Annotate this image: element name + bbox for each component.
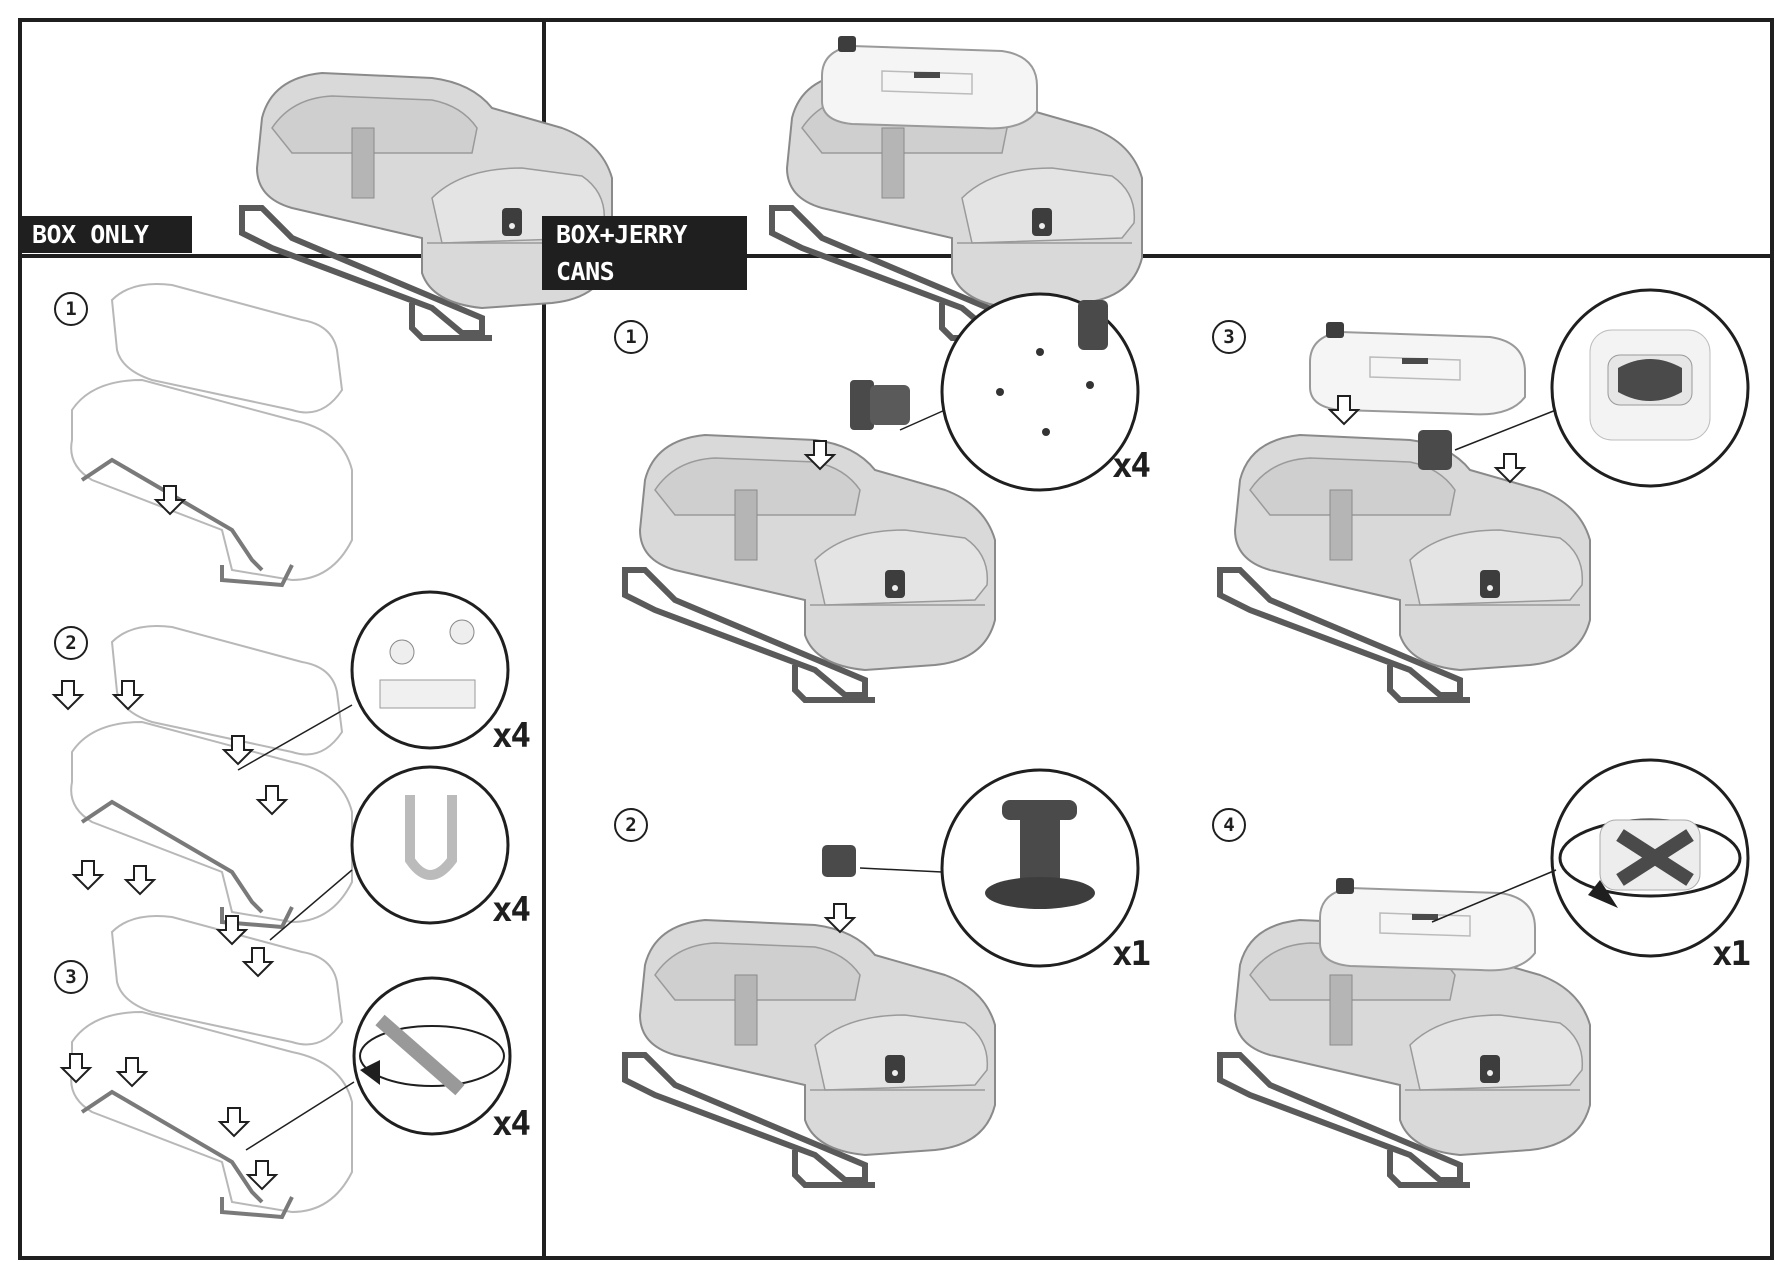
step-number-box-3: 3 — [54, 960, 88, 994]
step-number-jerry-3: 3 — [1212, 320, 1246, 354]
quantity-jerry-4-lock: x1 — [1712, 934, 1751, 974]
panel-box-jerry-top — [542, 18, 1774, 258]
step-number-jerry-2: 2 — [614, 808, 648, 842]
box-jerry-label: BOX+JERRY CANS — [542, 216, 747, 290]
quantity-jerry-2-mount: x1 — [1112, 934, 1151, 974]
quantity-box-2-u-bolt: x4 — [492, 890, 531, 930]
quantity-jerry-1-drill: x4 — [1112, 446, 1151, 486]
box-only-label: BOX ONLY — [18, 216, 192, 253]
quantity-box-3-wrench: x4 — [492, 1104, 531, 1144]
step-number-jerry-4: 4 — [1212, 808, 1246, 842]
step-number-box-1: 1 — [54, 292, 88, 326]
step-number-box-2: 2 — [54, 626, 88, 660]
quantity-box-2-nut-plate: x4 — [492, 716, 531, 756]
step-number-jerry-1: 1 — [614, 320, 648, 354]
